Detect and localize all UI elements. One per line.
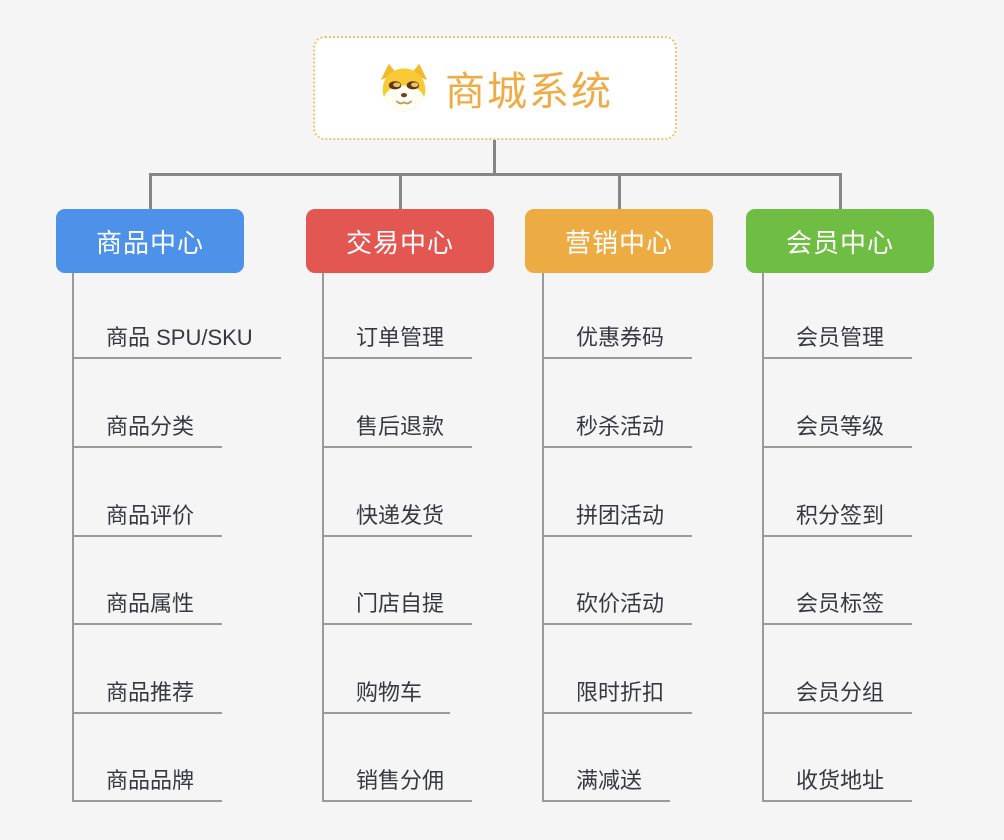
branch-node-trade-center[interactable]: 交易中心: [306, 209, 494, 273]
connector-drop: [398, 173, 402, 209]
child-node[interactable]: 购物车: [322, 674, 451, 714]
child-node[interactable]: 满减送: [542, 762, 671, 802]
child-node[interactable]: 商品属性: [72, 585, 223, 625]
child-node[interactable]: 会员分组: [762, 674, 913, 714]
child-node[interactable]: 商品 SPU/SKU: [72, 319, 281, 359]
child-node[interactable]: 砍价活动: [542, 585, 693, 625]
child-node[interactable]: 会员管理: [762, 319, 913, 359]
child-node[interactable]: 销售分佣: [322, 762, 473, 802]
branch-node-marketing-center[interactable]: 营销中心: [525, 209, 713, 273]
child-node[interactable]: 积分签到: [762, 497, 913, 537]
child-node[interactable]: 订单管理: [322, 319, 473, 359]
root-node[interactable]: 商城系统: [313, 36, 677, 140]
child-node[interactable]: 商品评价: [72, 497, 223, 537]
child-node[interactable]: 限时折扣: [542, 674, 693, 714]
child-node[interactable]: 会员等级: [762, 408, 913, 448]
root-node-title: 商城系统: [445, 70, 613, 114]
branch-node-label: 营销中心: [564, 227, 673, 258]
child-node[interactable]: 秒杀活动: [542, 408, 693, 448]
connector-root-stem: [493, 140, 496, 173]
child-node[interactable]: 会员标签: [762, 585, 913, 625]
branch-node-label: 商品中心: [95, 227, 204, 258]
dog-face-icon: [380, 63, 428, 112]
branch-node-label: 交易中心: [345, 227, 454, 258]
child-node[interactable]: 快递发货: [322, 497, 473, 537]
child-node[interactable]: 优惠券码: [542, 319, 693, 359]
connector-drop: [148, 173, 152, 209]
child-node[interactable]: 商品分类: [72, 408, 223, 448]
branch-node-member-center[interactable]: 会员中心: [746, 209, 934, 273]
child-node[interactable]: 商品品牌: [72, 762, 223, 802]
branch-node-label: 会员中心: [785, 227, 894, 258]
connector-drop: [838, 173, 842, 209]
child-node[interactable]: 门店自提: [322, 585, 473, 625]
connector-drop: [617, 173, 621, 209]
child-node[interactable]: 售后退款: [322, 408, 473, 448]
child-node[interactable]: 拼团活动: [542, 497, 693, 537]
branch-node-product-center[interactable]: 商品中心: [56, 209, 244, 273]
child-node[interactable]: 收货地址: [762, 762, 913, 802]
connector-horizontal: [148, 173, 842, 176]
child-node[interactable]: 商品推荐: [72, 674, 223, 714]
